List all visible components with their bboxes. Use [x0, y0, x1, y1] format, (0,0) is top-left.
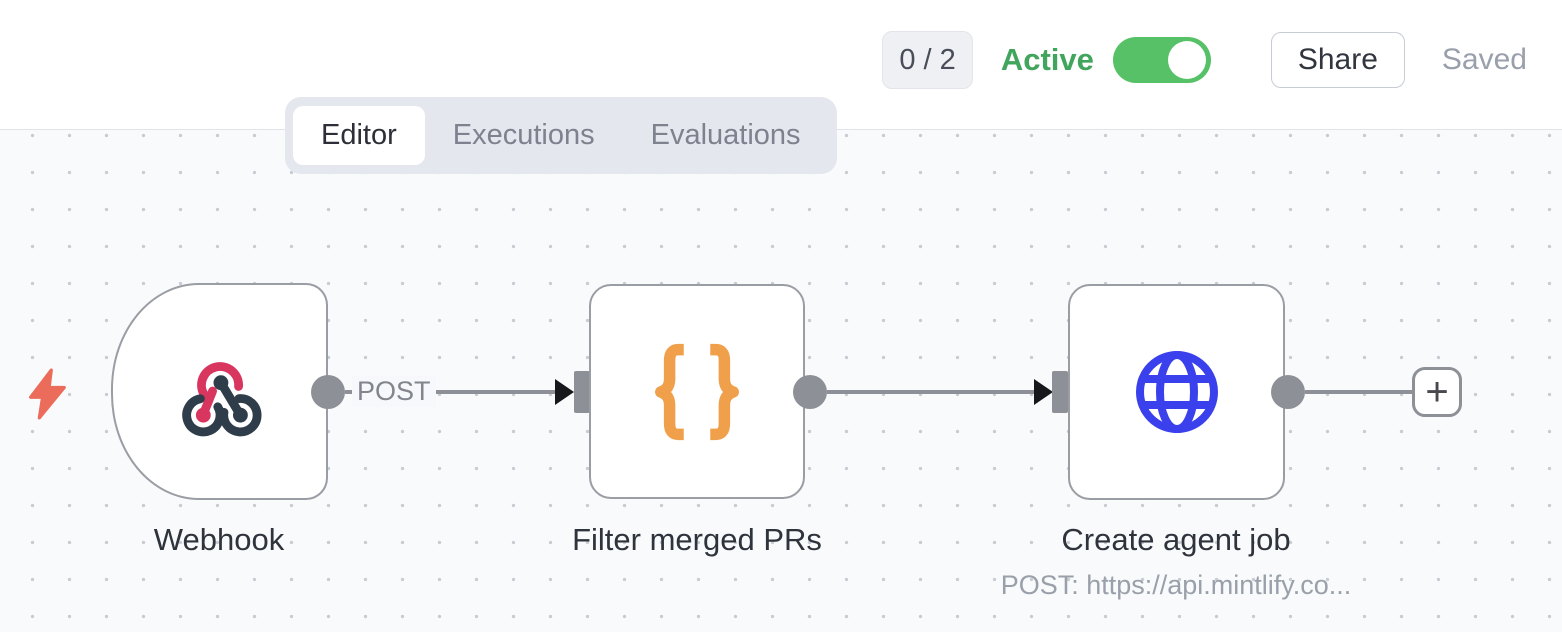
filter-output-endpoint[interactable] — [793, 375, 827, 409]
node-label-webhook: Webhook — [153, 522, 285, 557]
node-label-filter: Filter merged PRs — [572, 522, 822, 557]
tab-editor[interactable]: Editor — [293, 106, 425, 165]
active-label: Active — [1000, 42, 1094, 77]
connection-filter-http[interactable] — [827, 390, 1036, 394]
webhook-icon — [181, 361, 261, 436]
issues-count-badge[interactable]: 0 / 2 — [882, 31, 973, 89]
webhook-output-endpoint[interactable] — [311, 375, 345, 409]
globe-icon — [1135, 351, 1218, 433]
connection-arrowhead-2 — [1034, 379, 1053, 405]
connection-arrowhead — [555, 379, 574, 405]
connection-http-add[interactable] — [1305, 390, 1414, 394]
share-button[interactable]: Share — [1270, 32, 1405, 88]
header-controls: 0 / 2 Active Share Saved — [882, 28, 1527, 92]
http-input-endpoint[interactable] — [1052, 371, 1068, 413]
trigger-bolt-icon — [29, 368, 66, 420]
filter-input-endpoint[interactable] — [574, 371, 590, 413]
code-braces-icon — [655, 343, 739, 440]
node-filter-merged-prs[interactable] — [589, 284, 805, 499]
tab-evaluations[interactable]: Evaluations — [650, 119, 801, 151]
node-label-http: Create agent job — [1061, 522, 1291, 557]
active-toggle[interactable] — [1112, 37, 1211, 83]
tab-executions[interactable]: Executions — [452, 119, 595, 151]
node-webhook[interactable] — [111, 283, 328, 500]
add-node-button[interactable]: + — [1412, 367, 1462, 417]
connection-post-label: POST — [352, 376, 436, 407]
http-output-endpoint[interactable] — [1271, 375, 1305, 409]
saved-status: Saved — [1441, 43, 1527, 76]
toggle-knob — [1167, 41, 1206, 79]
node-create-agent-job[interactable] — [1068, 284, 1285, 500]
connection-webhook-filter[interactable] — [345, 390, 557, 394]
workflow-canvas[interactable]: POST — [0, 130, 1562, 632]
node-sublabel-http-url: POST: https://api.mintlify.co... — [1000, 570, 1352, 600]
view-tabbar: Editor Executions Evaluations — [285, 97, 837, 174]
